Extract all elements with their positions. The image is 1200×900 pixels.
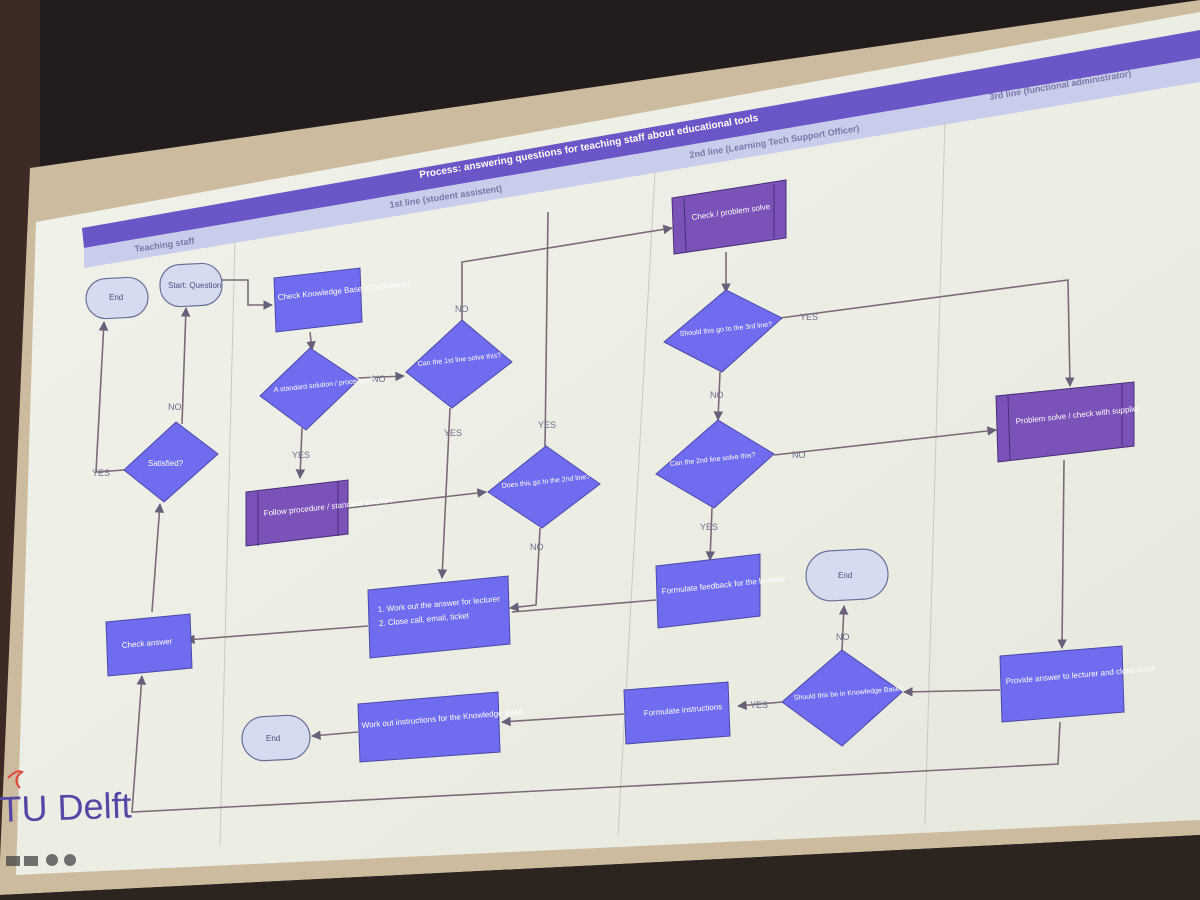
slide-nav-icon — [46, 854, 58, 866]
subprocess-check-problem-solve: Check / problem solve — [671, 179, 787, 255]
edge-label-no-2: NO — [455, 304, 469, 314]
process-provide-answer: Provide answer to lecturer and close tic… — [999, 645, 1157, 723]
process-work-out-instructions: Work out instructions for the Knowledge … — [357, 691, 524, 763]
edge-label-no-4: NO — [710, 390, 724, 400]
svg-text:End: End — [109, 293, 123, 302]
decision-first-line-solve: Can the 1st line solve this? — [405, 319, 513, 409]
terminator-end-top: End — [85, 276, 149, 320]
slide-nav-icons — [6, 854, 76, 866]
connectors — [95, 211, 1075, 813]
flame-icon — [7, 770, 24, 789]
lane-divider-3 — [924, 119, 946, 826]
decision-standard-solution: A standard solution / procedure? — [259, 347, 375, 431]
process-formulate-instructions: Formulate instructions — [623, 681, 731, 745]
process-check-kb: Check Knowledge Base (Confluence) — [273, 267, 411, 333]
process-formulate-feedback: Formulate feedback for the lecturer — [655, 553, 786, 629]
slide-nav-icon — [64, 854, 76, 866]
svg-text:Start: Question: Start: Question — [168, 281, 221, 290]
process-title-band — [82, 30, 1200, 248]
lane-divider-2 — [617, 171, 656, 836]
edge-label-yes-4: YES — [800, 312, 818, 322]
decision-knowledge-base: Should this be in Knowledge Base? — [781, 649, 904, 747]
edge-label-no-7: NO — [836, 632, 850, 642]
decision-satisfied: Satisfied? — [123, 421, 219, 503]
edge-label-no-6: NO — [168, 402, 182, 412]
svg-text:Check answer: Check answer — [121, 637, 173, 650]
terminator-start: Start: Question — [159, 262, 223, 308]
slide-nav-icon — [6, 856, 20, 866]
svg-text:End: End — [266, 734, 280, 743]
decision-second-line: Does this go to the 2nd line? — [487, 445, 601, 529]
tu-delft-logo: TU Delft — [0, 770, 132, 830]
lane-divider-1 — [219, 239, 236, 846]
svg-text:Satisfied?: Satisfied? — [148, 459, 184, 468]
slide-nav-icon — [24, 856, 38, 866]
edge-label-yes-7: YES — [750, 700, 768, 710]
svg-text:End: End — [838, 571, 852, 580]
edge-label-yes-1: YES — [292, 450, 310, 460]
svg-text:TU Delft: TU Delft — [0, 784, 132, 830]
floor-shadow — [0, 835, 1200, 900]
edge-label-yes-5: YES — [700, 522, 718, 532]
edge-label-yes-3: YES — [538, 420, 556, 430]
subprocess-problem-solve-supplier: Problem solve / check with supplier — [995, 381, 1141, 463]
terminator-end-bottom: End — [241, 714, 311, 762]
lane-header-band — [84, 58, 1200, 268]
edge-label-no-3: NO — [530, 542, 544, 552]
edge-label-no-1: NO — [372, 374, 386, 384]
subprocess-follow-procedure: Follow procedure / standard solution — [245, 479, 392, 547]
edge-label-yes-2: YES — [444, 428, 462, 438]
decision-third-line: Should this go to the 3rd line? — [663, 289, 783, 373]
process-check-answer: Check answer — [105, 613, 193, 677]
terminator-end-right: End — [805, 548, 889, 602]
edge-label-yes-6: YES — [92, 468, 110, 478]
decision-second-line-solve: Can the 2nd line solve this? — [655, 419, 775, 509]
process-work-out-answer: 1. Work out the answer for lecturer 2. C… — [367, 575, 511, 659]
edge-label-no-5: NO — [792, 450, 806, 460]
